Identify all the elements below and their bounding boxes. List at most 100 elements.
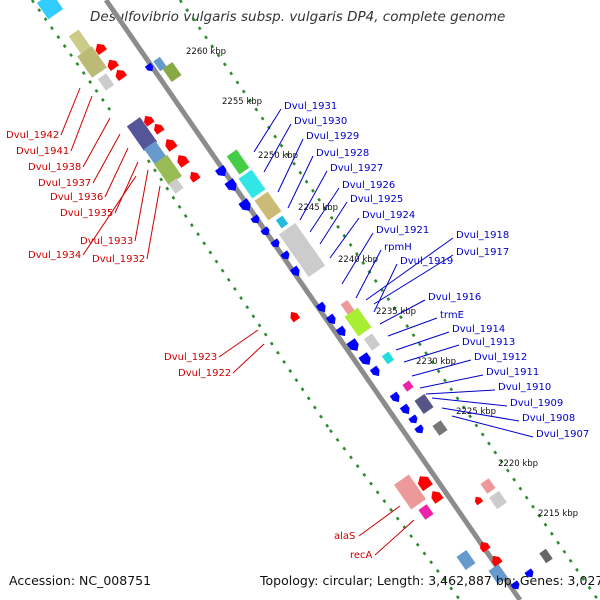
gene-forward-arrow: [260, 226, 270, 236]
forward-label-leader: [309, 187, 340, 233]
forward-label-leader: [355, 249, 382, 299]
gene-cds-pink: [394, 474, 426, 510]
reverse-label-leader: [232, 343, 265, 374]
gene-forward-arrow: [270, 238, 280, 248]
forward-label-leader: [419, 374, 484, 389]
gene-forward-arrow: [250, 214, 260, 224]
gene-reverse-arrow: [431, 491, 444, 504]
gene-cds-blue: [488, 564, 508, 584]
reverse-gene-label: recA: [350, 550, 373, 561]
gene-forward-arrow: [524, 568, 534, 578]
gene-cds-lime: [344, 307, 372, 337]
gene-reverse-arrow: [417, 476, 433, 492]
gene-forward-arrow: [389, 391, 400, 403]
forward-label-leader: [341, 232, 374, 285]
reverse-gene-label: Dvul_1941: [16, 146, 69, 157]
kbp-scale-label: 2220 kbp: [498, 459, 538, 469]
forward-gene-label: Dvul_1930: [294, 116, 347, 127]
kbp-scale-label: 2250 kbp: [258, 151, 298, 161]
gene-cds-grey: [97, 73, 115, 91]
forward-label-leader: [373, 263, 398, 313]
forward-label-leader: [253, 108, 282, 153]
reverse-label-leader: [358, 505, 401, 537]
gene-reverse-arrow: [177, 155, 190, 168]
gene-reverse-arrow: [474, 496, 484, 506]
forward-label-leader: [425, 389, 496, 395]
gene-cds-blue: [456, 550, 476, 570]
gene-cds-olive: [153, 154, 183, 186]
forward-gene-label: Dvul_1916: [428, 292, 481, 303]
reverse-gene-label: Dvul_1934: [28, 250, 81, 261]
forward-gene-label: Dvul_1914: [452, 324, 505, 335]
gene-reverse-arrow: [290, 311, 301, 323]
reverse-gene-label: Dvul_1938: [28, 162, 81, 173]
forward-label-leader: [451, 415, 534, 438]
gene-forward-arrow: [289, 265, 300, 277]
gene-cds-cyan: [238, 169, 266, 199]
gene-forward-arrow: [325, 313, 336, 325]
gene-reverse-arrow: [480, 541, 491, 553]
kbp-scale-label: 2240 kbp: [338, 255, 378, 265]
gene-reverse-arrow: [107, 59, 119, 71]
gene-forward-arrow: [238, 198, 251, 211]
gene-cds-darkgrey: [432, 420, 448, 436]
forward-label-leader: [403, 344, 460, 363]
gene-forward-arrow: [280, 250, 290, 260]
gene-cds-grey: [363, 333, 381, 351]
gene-forward-arrow: [315, 301, 326, 313]
forward-gene-label: Dvul_1911: [486, 367, 539, 378]
gene-cds-purple: [414, 394, 434, 414]
kbp-scale-label: 2225 kbp: [456, 407, 496, 417]
gene-reverse-arrow: [95, 43, 107, 55]
genome-backbone: [103, 0, 523, 600]
forward-gene-label: Dvul_1927: [330, 163, 383, 174]
forward-label-leader: [365, 237, 454, 301]
gene-cds-magenta: [402, 380, 414, 392]
reverse-gene-label: Dvul_1942: [6, 130, 59, 141]
outer-tick-track-upper: [30, 0, 112, 111]
forward-gene-label: Dvul_1921: [376, 225, 429, 236]
gene-cds-tan: [254, 191, 282, 221]
gene-cds-magenta: [418, 504, 434, 520]
forward-label-leader: [387, 317, 438, 337]
outer-tick-track-bottom: [328, 429, 462, 600]
forward-gene-label: Dvul_1912: [474, 352, 527, 363]
reverse-gene-label: Dvul_1933: [80, 236, 133, 247]
gene-cds-grey: [489, 490, 507, 510]
reverse-label-leader: [82, 175, 137, 256]
forward-gene-label: Dvul_1919: [400, 256, 453, 267]
forward-label-leader: [441, 407, 520, 422]
genome-info-text: Topology: circular; Length: 3,462,887 bp…: [260, 573, 600, 588]
gene-cds-cyan: [275, 215, 289, 229]
forward-gene-label: Dvul_1928: [316, 148, 369, 159]
forward-label-leader: [373, 254, 454, 305]
gene-cds-pink: [480, 478, 496, 494]
forward-gene-label: Dvul_1909: [510, 398, 563, 409]
kbp-scale-label: 2245 kbp: [298, 203, 338, 213]
gene-cds-khaki: [68, 29, 92, 55]
forward-gene-label: Dvul_1907: [536, 429, 589, 440]
kbp-scale-label: 2255 kbp: [222, 97, 262, 107]
forward-gene-label: Dvul_1913: [462, 337, 515, 348]
kbp-scale-label: 2230 kbp: [416, 357, 456, 367]
gene-reverse-arrow: [190, 171, 201, 183]
gene-cds-darkgrey: [539, 548, 553, 564]
forward-label-leader: [379, 299, 426, 325]
forward-gene-label: Dvul_1929: [306, 131, 359, 142]
gene-reverse-arrow: [115, 69, 127, 81]
reverse-label-leader: [92, 133, 121, 184]
forward-gene-label: Dvul_1924: [362, 210, 415, 221]
reverse-label-leader: [218, 329, 259, 358]
forward-label-leader: [263, 123, 292, 173]
gene-forward-arrow: [358, 352, 371, 365]
forward-gene-label: Dvul_1910: [498, 382, 551, 393]
reverse-gene-label: Dvul_1937: [38, 178, 91, 189]
inner-tick-track: [178, 0, 600, 600]
gene-cds-olive: [162, 62, 182, 82]
reverse-gene-label: Dvul_1935: [60, 208, 113, 219]
forward-gene-label: Dvul_1925: [350, 194, 403, 205]
kbp-scale-label: 2260 kbp: [186, 47, 226, 57]
gene-forward-arrow: [144, 62, 154, 72]
reverse-gene-label: alaS: [334, 531, 355, 542]
